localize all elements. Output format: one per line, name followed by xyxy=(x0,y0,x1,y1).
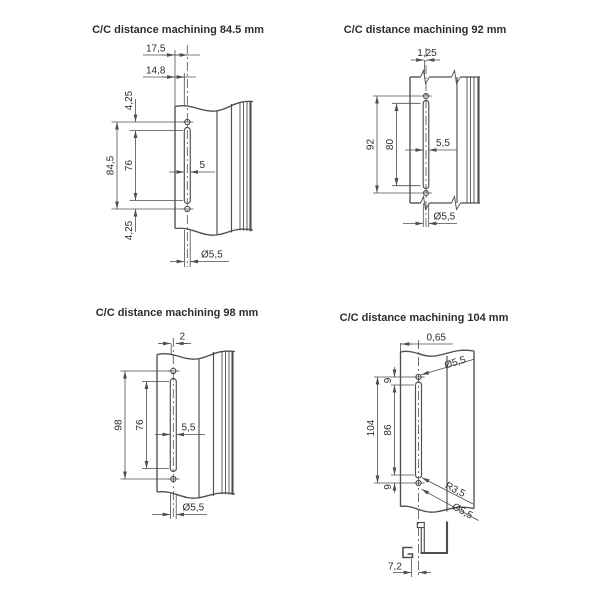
section-view: 7,2 xyxy=(388,521,449,577)
dim-label-slot-width: 5,5 xyxy=(436,138,450,149)
dim-label-edge-top: 9 xyxy=(383,377,394,383)
dim-hole-dia: Ø5,5 xyxy=(170,250,229,264)
profile-outline xyxy=(174,50,254,236)
dim-label-slot-length: 86 xyxy=(383,424,394,436)
hole-projection-lines xyxy=(422,203,430,227)
dim-label-hole-dia: Ø5,5 xyxy=(183,503,205,514)
dim-slot-length: 80 xyxy=(385,103,399,186)
hole-top xyxy=(181,118,194,126)
diagram-title: C/C distance machining 98 mm xyxy=(96,307,259,319)
slot xyxy=(422,99,430,190)
dim-label-top-offset2: 14,8 xyxy=(146,66,166,77)
hole-top xyxy=(412,373,425,381)
dim-cc: 104 xyxy=(366,377,380,483)
profile-outline xyxy=(399,349,475,513)
diagram-104: C/C distance machining 104 mm 0,65 xyxy=(340,312,509,578)
profile-face-lines xyxy=(216,101,252,236)
hole-bottom xyxy=(420,189,432,197)
dim-slot-width: 5,5 xyxy=(155,423,205,437)
profile-outline xyxy=(156,350,236,499)
profile-outline xyxy=(409,68,480,211)
dim-cc: 84,5 xyxy=(106,122,119,209)
hole-top xyxy=(167,367,180,375)
dim-label-hole-dia-bottom: Ø5,5 xyxy=(450,501,475,521)
hole-top xyxy=(420,92,432,100)
dim-top-offset: 1,25 xyxy=(411,48,440,62)
leader-hole-dia-bottom: Ø5,5 xyxy=(421,488,479,522)
dim-label-top-offset: 0,65 xyxy=(427,333,447,344)
dim-label-cc: 98 xyxy=(114,419,125,431)
dim-top-offset: 0,65 xyxy=(400,333,453,352)
dim-cc: 92 xyxy=(366,96,379,193)
diagram-title: C/C distance machining 92 mm xyxy=(344,24,507,36)
dim-top-offset2: 14,8 xyxy=(143,66,196,79)
dim-slot-width: 5,5 xyxy=(405,138,457,152)
dim-top-offset: 2 xyxy=(158,332,191,346)
diagram-84-5: C/C distance machining 84.5 mm xyxy=(92,24,264,267)
dim-section-width: 7,2 xyxy=(388,562,431,575)
dim-label-slot-length: 76 xyxy=(135,419,146,431)
profile-face-lines xyxy=(456,77,480,203)
dim-hole-dia: Ø5,5 xyxy=(403,212,457,226)
leader-hole-dia-top: Ø5,5 xyxy=(421,355,475,376)
dim-cc: 98 xyxy=(114,371,127,479)
diagram-title: C/C distance machining 84.5 mm xyxy=(92,24,264,36)
dim-label-slot-width: 5 xyxy=(200,160,206,171)
dim-label-top-offset: 2 xyxy=(180,332,186,343)
slot xyxy=(169,377,177,473)
diagram-92: C/C distance machining 92 mm 1,25 xyxy=(344,24,507,228)
break-mark xyxy=(451,194,461,211)
dim-label-edge-top: 4,25 xyxy=(124,90,135,110)
hole-bottom xyxy=(167,475,180,483)
dim-label-hole-dia: Ø5,5 xyxy=(201,250,223,261)
dim-label-cc: 84,5 xyxy=(106,155,117,175)
dim-top-offset: 17,5 xyxy=(143,44,200,57)
dim-label-section-width: 7,2 xyxy=(388,562,402,573)
dim-chain: 9 86 9 xyxy=(383,367,397,493)
dim-hole-dia: Ø5,5 xyxy=(152,503,207,517)
diagram-98: C/C distance machining 98 mm 2 xyxy=(96,307,259,520)
hole-bottom xyxy=(412,479,425,487)
hole-bottom xyxy=(181,205,194,213)
dim-label-slot-length: 76 xyxy=(124,160,135,172)
dim-label-edge-bottom: 4,25 xyxy=(124,220,135,240)
extension-lines xyxy=(374,376,414,484)
dim-label-top-offset: 17,5 xyxy=(146,44,166,55)
break-mark xyxy=(420,68,430,85)
hole-projection-lines xyxy=(183,230,191,267)
slot xyxy=(183,126,191,205)
dim-chain: 4,25 76 4,25 xyxy=(124,90,138,240)
dim-label-cc: 92 xyxy=(366,139,377,151)
dim-slot-width: 5 xyxy=(169,160,215,174)
dim-label-cc: 104 xyxy=(366,419,377,436)
dim-label-edge-bottom: 9 xyxy=(383,484,394,490)
break-mark xyxy=(420,194,430,211)
slot xyxy=(414,381,423,479)
section-clip xyxy=(402,546,414,559)
extension-lines xyxy=(111,73,185,210)
break-mark xyxy=(451,68,461,85)
dim-label-hole-dia: Ø5,5 xyxy=(434,212,456,223)
dim-label-slot-length: 80 xyxy=(385,139,396,151)
diagram-title: C/C distance machining 104 mm xyxy=(340,312,509,324)
profile-face-lines xyxy=(198,351,234,499)
dim-label-top-offset: 1,25 xyxy=(417,48,437,59)
dim-slot-length: 76 xyxy=(135,381,149,469)
hole-projection-lines xyxy=(169,493,177,519)
dim-label-slot-width: 5,5 xyxy=(182,423,196,434)
section-notch xyxy=(416,521,425,529)
